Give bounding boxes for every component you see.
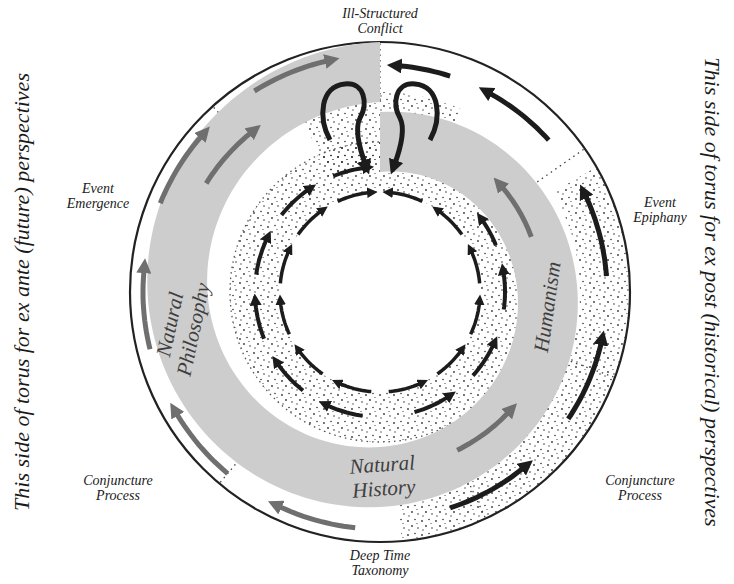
flow-arrow [256,237,268,274]
converging-arrow [323,84,366,166]
band-fill [147,42,578,507]
converging-arrow [394,84,437,166]
sector-label: Conjuncture Process [76,473,160,504]
flow-arrow [175,411,228,474]
flow-arrow [450,466,526,508]
flow-arrow [396,66,450,77]
flow-arrow [298,210,323,235]
flow-arrow [276,362,303,391]
flow-arrow [473,343,494,376]
sector-label: Event Epiphany [624,195,696,226]
side-note: This side of torus for ex post (historic… [700,57,724,526]
flow-arrow [254,60,330,91]
flow-arrow [280,250,289,284]
flow-arrow [298,349,323,374]
flow-arrow [160,133,204,203]
flow-arrow [481,219,496,246]
flow-arrow [325,404,362,416]
sector-label: Ill-Structured Conflict [332,6,428,37]
side-note: This side of torus for ex ante (future) … [10,73,34,511]
flow-arrow [206,131,254,184]
sector-divider [537,149,584,182]
flow-arrow [338,383,372,392]
spiral-band: Natural PhilosophyNatural HistoryHumanis… [130,42,630,542]
flow-arrow [282,188,311,215]
flow-arrow [457,410,511,450]
sector-label: Deep Time Taxonomy [338,548,422,579]
flow-arrow [437,210,462,235]
flow-arrow [568,339,602,419]
band-label: Natural History [337,450,430,503]
flow-arrow [437,349,462,374]
flow-arrow [389,383,423,392]
flow-arrow [255,301,264,339]
sector-label: Event Emergence [58,181,138,212]
flow-arrow [487,92,549,141]
sector-label: Conjuncture Process [598,473,682,504]
flow-arrow [471,301,480,335]
flow-arrow [500,184,532,237]
flow-arrow [338,192,372,201]
flow-arrow [389,192,423,201]
flow-arrow [584,193,606,277]
flow-arrow [333,168,367,176]
torus-outline [130,42,630,542]
flow-arrow [503,270,505,309]
flow-arrow [280,301,289,335]
flow-arrow [415,396,450,413]
flow-arrow [471,250,480,284]
flow-arrow [143,267,150,349]
flow-arrow [276,505,355,528]
